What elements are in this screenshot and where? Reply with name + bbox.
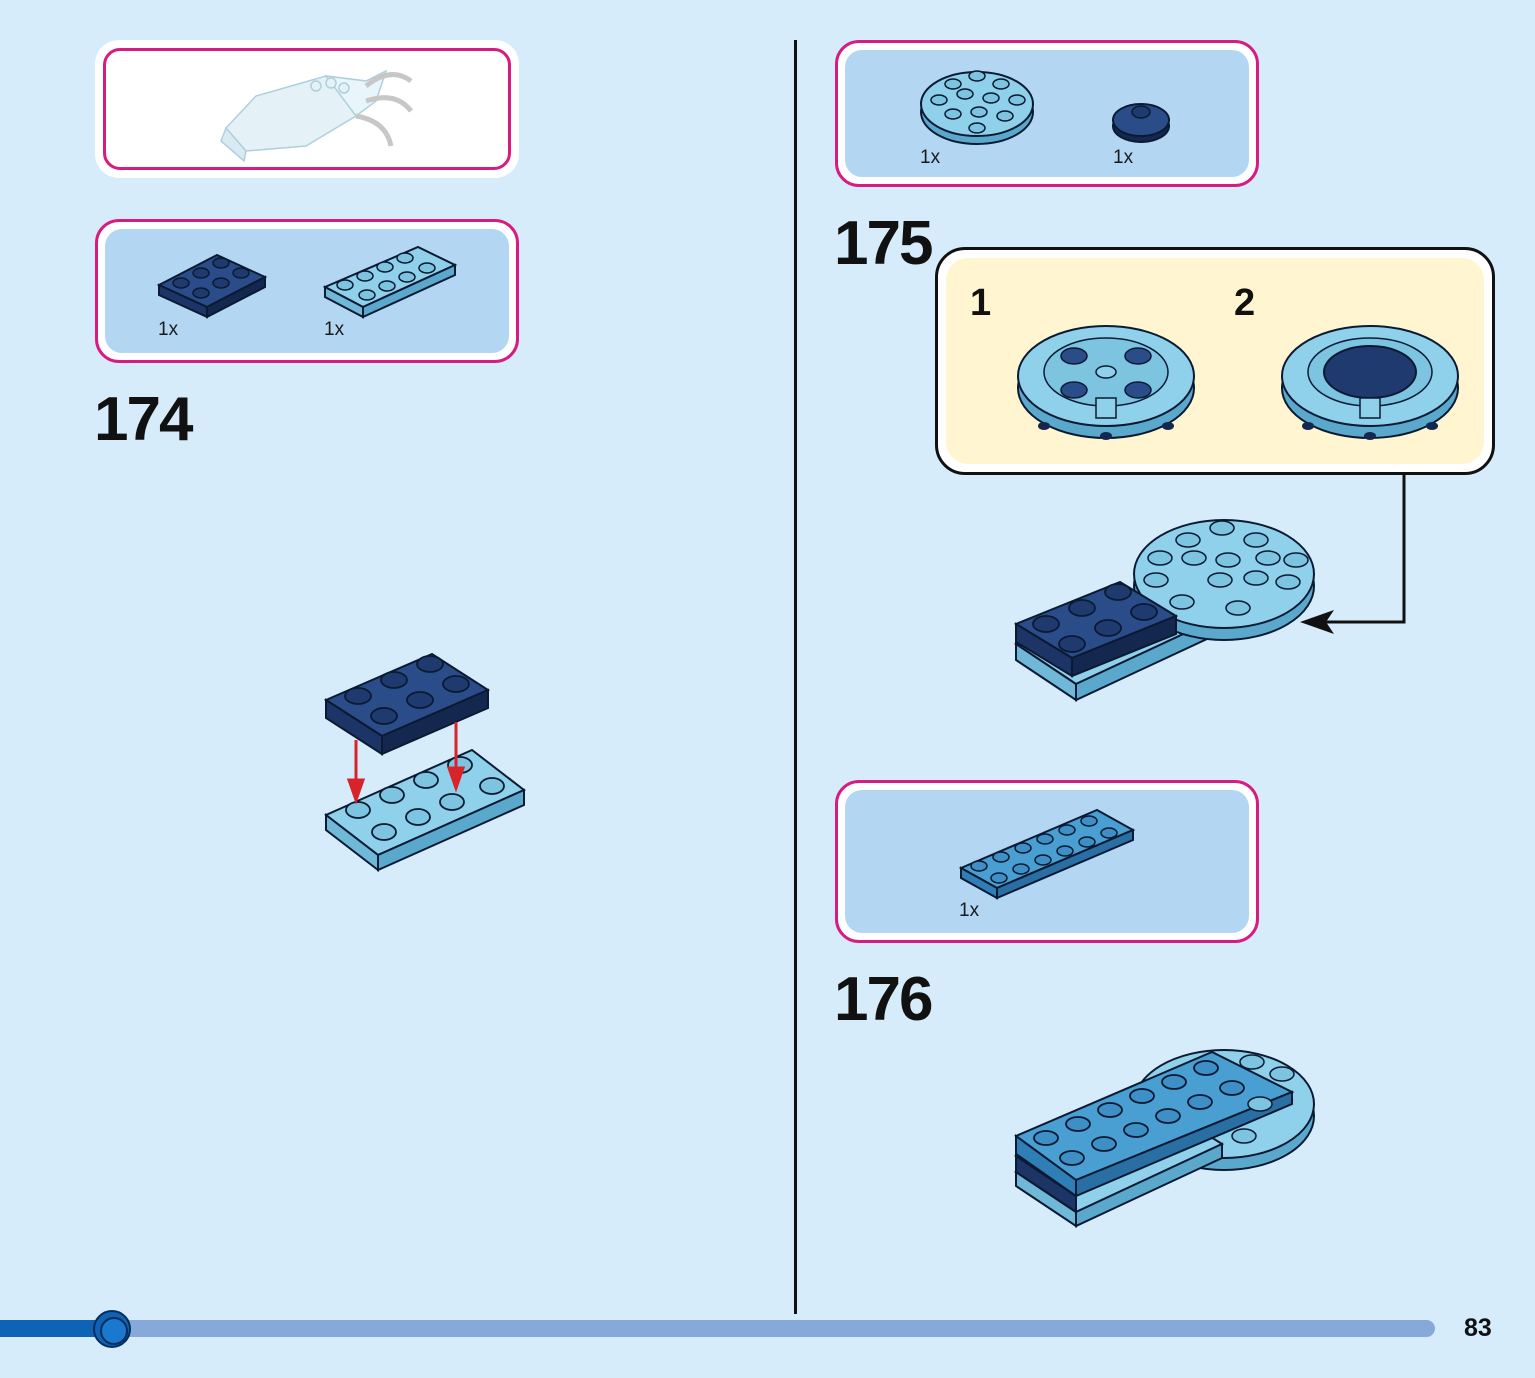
step-174-parts-panel: 1x 1x [105, 229, 509, 353]
progress-knob-icon [92, 1309, 131, 1348]
sub-step-number-2: 2 [1234, 282, 1256, 324]
finished-model-preview-icon [220, 69, 413, 163]
part-qty: 1x [158, 319, 179, 340]
step-176-parts-panel: 1x [845, 790, 1249, 933]
turntable-with-tile-icon [1281, 325, 1459, 440]
part-qty: 1x [959, 900, 980, 921]
step-175-parts-list: 1x 1x [835, 40, 1259, 187]
step-176-parts-list: 1x [835, 780, 1259, 943]
finished-model-preview-box [95, 40, 519, 178]
step-176-assembly-icon [1013, 1049, 1315, 1228]
part-qty: 1x [324, 319, 345, 340]
page-number: 83 [1464, 1314, 1492, 1342]
step-number-176: 176 [834, 965, 933, 1034]
finished-model-preview-frame [103, 48, 511, 170]
sub-step-callout-panel: 1 2 [946, 258, 1484, 464]
step-number-174: 174 [94, 385, 193, 454]
progress-fill [0, 1320, 112, 1337]
dark-blue-round-tile-icon [1112, 103, 1170, 143]
sub-step-number-1: 1 [970, 282, 992, 324]
light-blue-round-plate-icon [920, 70, 1034, 145]
page-divider [794, 40, 797, 1314]
step-175-parts-panel: 1x 1x [845, 50, 1249, 177]
dark-blue-plate-2x3-icon [156, 253, 268, 319]
step-number-175: 175 [834, 209, 933, 278]
sub-step-callout: 1 2 [935, 247, 1495, 475]
progress-bar [0, 1309, 1435, 1348]
turntable-base-icon [1017, 325, 1195, 440]
callout-connector-arrow-icon [1300, 474, 1406, 634]
part-qty: 1x [920, 147, 941, 168]
step-174-assembly-icon [323, 652, 526, 873]
step-175-assembly-icon [1013, 519, 1315, 702]
part-qty: 1x [1113, 147, 1134, 168]
light-blue-plate-2x4-icon [322, 245, 458, 319]
step-174-parts-list: 1x 1x [95, 219, 519, 363]
medium-blue-plate-2x6-icon [958, 808, 1136, 900]
